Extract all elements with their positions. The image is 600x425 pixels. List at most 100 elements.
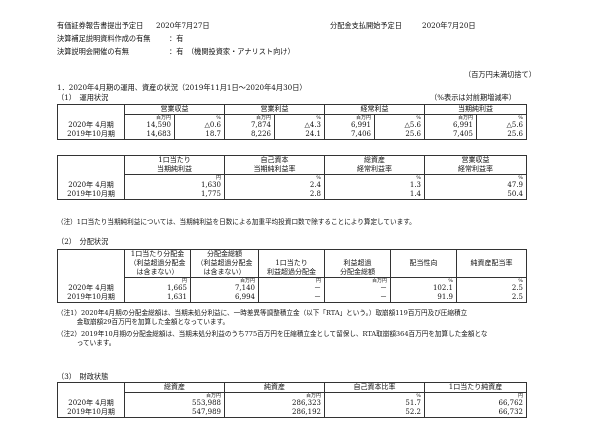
supplement-label: 決算補足説明資料作成の有無 xyxy=(57,34,151,43)
cell: 24.1 xyxy=(274,130,325,140)
cell: △4.3 xyxy=(274,121,325,130)
distribution-heading: （2） 分配状況 xyxy=(57,237,109,246)
cell: － xyxy=(324,284,391,293)
col-header: 1口当たり分配金 xyxy=(124,249,191,259)
col-header: 1口当たり xyxy=(258,259,325,268)
table-row: 2019年10月期 14,683 18.7 8,226 24.1 7,406 2… xyxy=(57,130,527,140)
table-row: 2020年 4月期 1,665 7,140 － － 102.1 2.5 xyxy=(57,284,527,293)
unit-row: 円 % % % xyxy=(57,174,527,181)
row-label: 2019年10月期 xyxy=(57,130,125,140)
ratio-table: 1口当たり 自己資本 総資産 営業収益 当期純利益 当期純利益率 経常利益率 経… xyxy=(57,155,527,200)
cell: 7,140 xyxy=(190,284,259,293)
col-header: 総資産 xyxy=(124,382,225,393)
note-2-line: 金取崩額29百万円を加算した金額となっています。 xyxy=(57,318,230,326)
cell: 1,665 xyxy=(124,284,191,293)
col-header: （利益超過分配金 xyxy=(124,259,191,268)
report-date-label: 有価証券報告書提出予定日 xyxy=(57,21,144,30)
payment-date-value: 2020年7月20日 xyxy=(422,21,476,30)
cell: △5.6 xyxy=(476,121,527,130)
cell: － xyxy=(258,284,325,293)
cell: 286,192 xyxy=(224,408,325,418)
col-header: 経常利益 xyxy=(324,104,425,115)
note-2-line: っています。 xyxy=(57,339,116,347)
col-header: 営業収益 xyxy=(124,104,225,115)
row-label: 2020年 4月期 xyxy=(57,181,125,190)
cell: 547,989 xyxy=(124,408,225,418)
table-header-row: （利益超過分配金 （利益超過分配金 1口当たり 利益超過 配当性向 純資産配当率 xyxy=(57,259,527,268)
cell: 1,775 xyxy=(124,190,225,200)
cell: 2.4 xyxy=(224,181,325,190)
section1-title: 1．2020年4月期の運用、資産の状況（2019年11月1日～2020年4月30… xyxy=(57,83,307,92)
cell: 18.7 xyxy=(174,130,225,140)
col-header: 利益超過 xyxy=(324,259,391,268)
unit-cell: % xyxy=(476,114,527,121)
cell: 1.4 xyxy=(324,190,425,200)
col-header: 総資産 xyxy=(324,155,425,165)
col-header: 分配金総額 xyxy=(324,268,391,278)
cell: 2.5 xyxy=(456,293,527,303)
cell: － xyxy=(258,293,325,303)
cell: 6,991 xyxy=(424,121,477,130)
table-row: 2019年10月期 1,775 2.8 1.4 50.4 xyxy=(57,190,527,200)
financial-heading: （3） 財政状態 xyxy=(57,372,109,381)
cell: 286,323 xyxy=(224,399,325,408)
row-label: 2020年 4月期 xyxy=(57,284,125,293)
table-header-row: 当期純利益 当期純利益率 経常利益率 経常利益率 xyxy=(57,165,527,175)
unit-row: 百万円 百万円 % 円 xyxy=(57,392,527,399)
col-header: 純資産 xyxy=(224,382,325,393)
report-date-value: 2020年7月27日 xyxy=(156,21,210,30)
cell: 2.8 xyxy=(224,190,325,200)
cell: 52.2 xyxy=(324,408,425,418)
financial-table: 総資産 純資産 自己資本比率 1口当たり純資産 百万円 百万円 % 円 2020… xyxy=(57,382,527,418)
col-header: 経常利益率 xyxy=(324,165,425,175)
cell: 8,226 xyxy=(224,130,275,140)
row-label: 2020年 4月期 xyxy=(57,121,125,130)
col-header: 自己資本 xyxy=(224,155,325,165)
table-header-row: 総資産 純資産 自己資本比率 1口当たり純資産 xyxy=(57,382,527,393)
briefing-label: 決算説明会開催の有無 xyxy=(57,47,129,56)
unit-cell: % xyxy=(456,277,527,284)
distribution-table: 1口当たり分配金 分配金総額 （利益超過分配金 （利益超過分配金 1口当たり 利… xyxy=(57,249,527,303)
cell: △0.6 xyxy=(174,121,225,130)
table-header-row: は含まない） は含まない） 利益超過分配金 分配金総額 xyxy=(57,268,527,278)
col-header: 営業利益 xyxy=(224,104,325,115)
table-header-row: 1口当たり分配金 分配金総額 xyxy=(57,249,527,259)
cell: 91.9 xyxy=(390,293,457,303)
table-row: 2020年 4月期 1,630 2.4 1.3 47.9 xyxy=(57,181,527,190)
unit-note: （百万円未満切捨て） xyxy=(464,70,536,79)
note-2-line: （注1）2020年4月期の分配金総額は、当期未処分利益に、一時差異等調整積立金（… xyxy=(57,309,468,317)
row-label: 2020年 4月期 xyxy=(57,399,125,408)
col-header: 当期純利益 xyxy=(424,104,527,115)
table-row: 2019年10月期 547,989 286,192 52.2 66,732 xyxy=(57,408,527,418)
percent-note: （%表示は対前期増減率） xyxy=(430,93,516,102)
table-row: 2020年 4月期 553,988 286,323 51.7 66,762 xyxy=(57,399,527,408)
note-2-line: （注2）2019年10月期の分配金総額は、当期未処分利益のうち775百万円を圧縮… xyxy=(57,330,488,338)
col-header: 営業収益 xyxy=(424,155,527,165)
cell: 7,406 xyxy=(324,130,375,140)
col-header: 純資産配当率 xyxy=(456,259,527,268)
operations-heading: （1） 運用状況 xyxy=(57,93,109,102)
unit-row: 百万円 % 百万円 % 百万円 % 百万円 % xyxy=(57,114,527,121)
cell: 25.6 xyxy=(476,130,527,140)
col-header: （利益超過分配金 xyxy=(190,259,259,268)
table-row: 2020年 4月期 14,590 △0.6 7,874 △4.3 6,991 △… xyxy=(57,121,527,130)
col-header: 当期純利益 xyxy=(124,165,225,175)
unit-cell: 円 xyxy=(424,392,527,399)
cell: 553,988 xyxy=(124,399,225,408)
col-header: 自己資本比率 xyxy=(324,382,425,393)
cell: 47.9 xyxy=(424,181,527,190)
cell: △5.6 xyxy=(374,121,425,130)
table-row: 2019年10月期 1,631 6,994 － － 91.9 2.5 xyxy=(57,293,527,303)
cell: 1.3 xyxy=(324,181,425,190)
cell: 50.4 xyxy=(424,190,527,200)
cell: 66,732 xyxy=(424,408,527,418)
operations-table: 営業収益 営業利益 経常利益 当期純利益 百万円 % 百万円 % 百万円 % 百… xyxy=(57,104,527,140)
cell: 6,994 xyxy=(190,293,259,303)
unit-row: 円 百万円 円 百万円 % % xyxy=(57,277,527,284)
cell: 7,874 xyxy=(224,121,275,130)
cell: 6,991 xyxy=(324,121,375,130)
cell: 1,631 xyxy=(124,293,191,303)
supplement-value: ：有 xyxy=(169,34,184,43)
table-header-row: 1口当たり 自己資本 総資産 営業収益 xyxy=(57,155,527,165)
row-label: 2019年10月期 xyxy=(57,293,125,303)
